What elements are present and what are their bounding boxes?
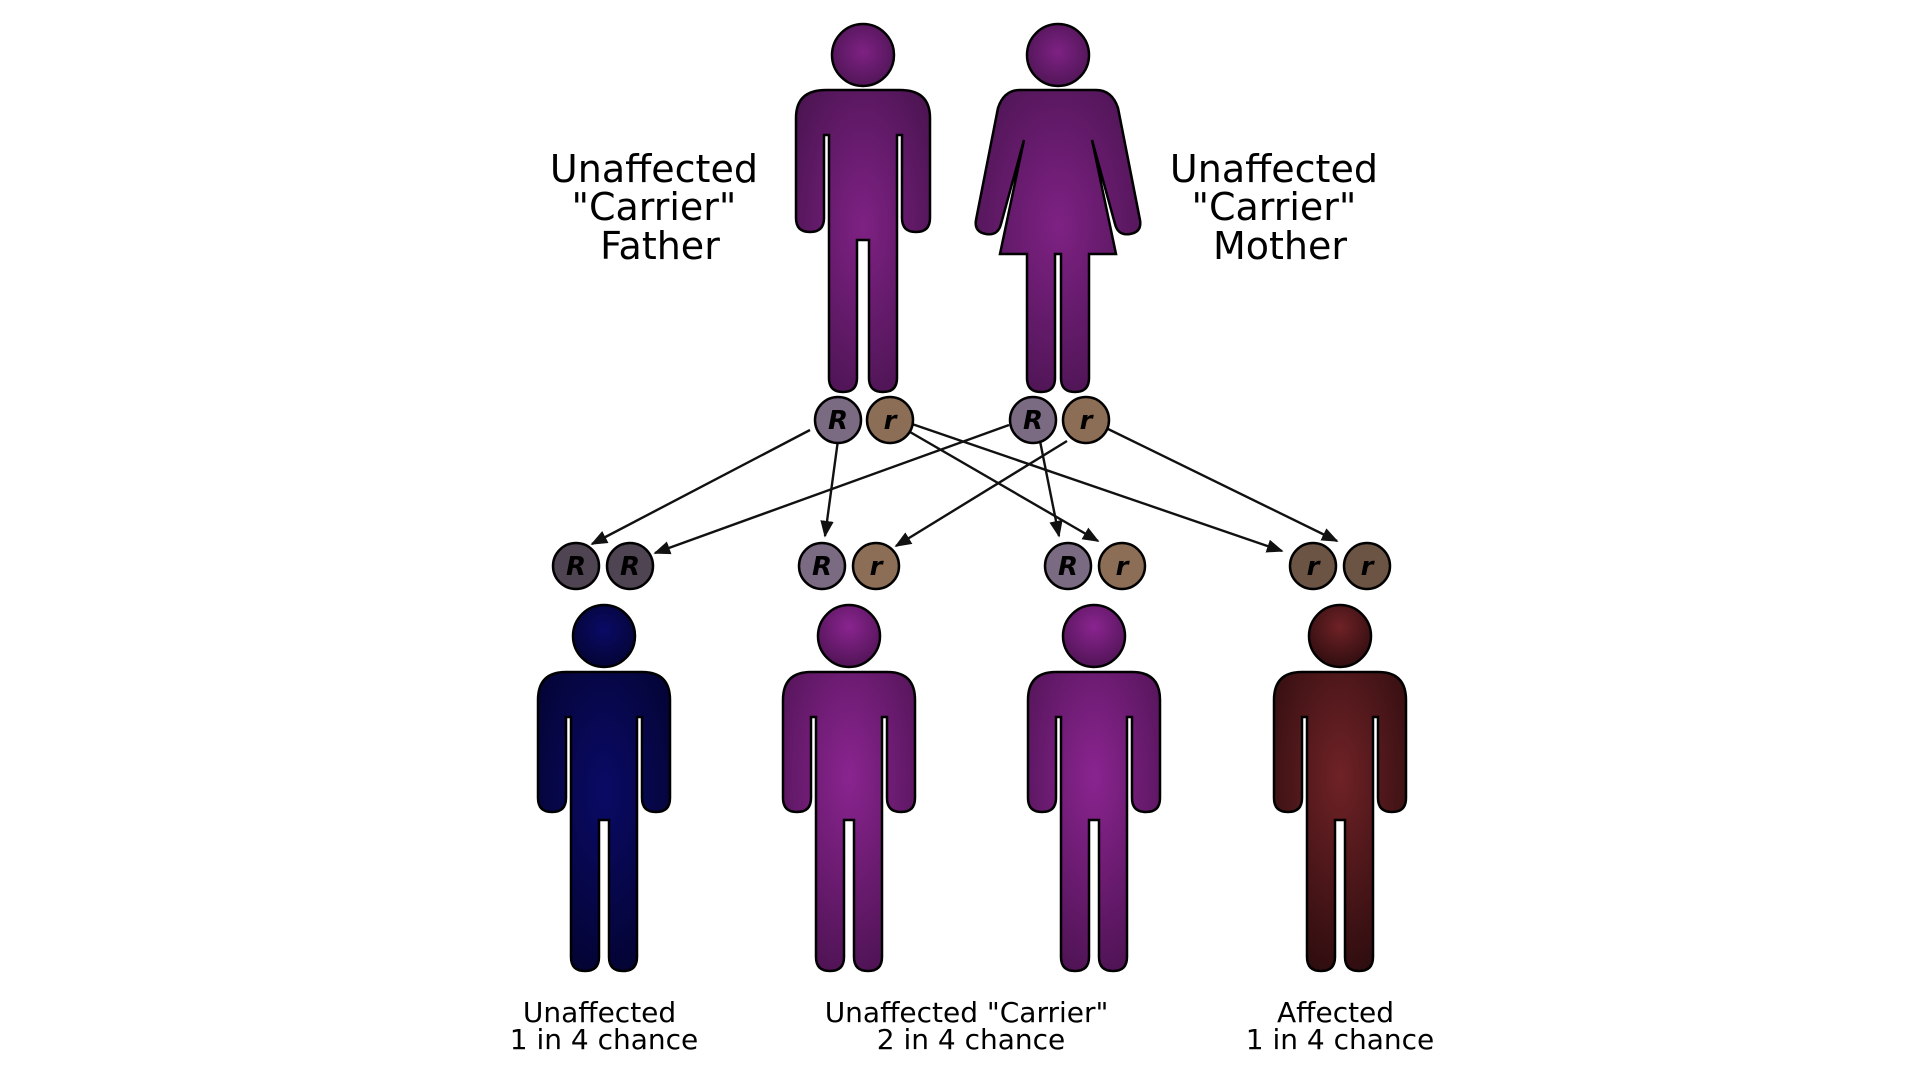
allele-label: r [870,552,885,582]
outcome-line: 1 in 4 chance [1246,1023,1435,1056]
allele-label: R [1023,406,1043,436]
mother-label-line: Mother [1213,224,1347,268]
child2-allele-2: r [851,541,901,591]
allele-label: R [566,552,586,582]
child2-allele-1: R [797,541,847,591]
allele-label: r [1116,552,1131,582]
mother-label-line: Unaffected [1170,147,1378,191]
allele-label: r [1307,552,1322,582]
child2-carrier-figure-icon [781,603,917,973]
arrow-father-r-to-child3 [909,430,1100,543]
allele-label: r [1080,406,1095,436]
allele-label: R [812,552,832,582]
child1-unaffected-figure-icon [536,603,672,973]
arrow-mother-R-to-child3 [1038,440,1063,538]
outcome-line: 1 in 4 chance [510,1023,699,1056]
outcome-line: Affected [1277,996,1394,1029]
mother-allele-r: r [1061,395,1111,445]
father-allele-r: r [865,395,915,445]
outcome-label-affected: Affected 1 in 4 chance [1246,996,1435,1056]
child3-allele-2: r [1097,541,1147,591]
child1-allele-2: R [605,541,655,591]
mother-label: Unaffected "Carrier" Mother [1170,147,1390,268]
allele-label: R [1058,552,1078,582]
arrow-mother-r-to-child2 [894,439,1068,548]
allele-label: R [828,406,848,436]
outcome-line: 2 in 4 chance [877,1023,1066,1056]
inheritance-arrows [590,422,1339,555]
outcome-line: Unaffected "Carrier" [825,996,1109,1029]
mother-label-line: "Carrier" [1191,185,1356,229]
father-allele-R: R [813,395,863,445]
father-label-line: "Carrier" [571,185,736,229]
father-label-line: Unaffected [550,147,758,191]
allele-label: R [620,552,640,582]
child4-affected-figure-icon [1272,603,1408,973]
father-figure-icon [794,22,932,394]
allele-label: r [884,406,899,436]
child3-carrier-figure-icon [1026,603,1162,973]
father-label-line: Father [600,224,720,268]
mother-figure-icon [974,22,1142,394]
arrow-mother-r-to-child4 [1105,426,1339,543]
child4-allele-2: r [1342,541,1392,591]
outcome-label-carrier: Unaffected "Carrier" 2 in 4 chance [825,996,1118,1056]
outcome-label-unaffected: Unaffected 1 in 4 chance [510,996,699,1056]
arrow-father-R-to-child1 [590,428,811,546]
child4-allele-1: r [1288,541,1338,591]
mother-allele-R: R [1008,395,1058,445]
arrow-mother-R-to-child1 [653,423,1010,555]
outcome-line: Unaffected [523,996,676,1029]
arrow-father-r-to-child4 [911,422,1284,553]
child3-allele-1: R [1043,541,1093,591]
child1-allele-1: R [551,541,601,591]
allele-label: r [1361,552,1376,582]
father-label: Unaffected "Carrier" Father [550,147,770,268]
